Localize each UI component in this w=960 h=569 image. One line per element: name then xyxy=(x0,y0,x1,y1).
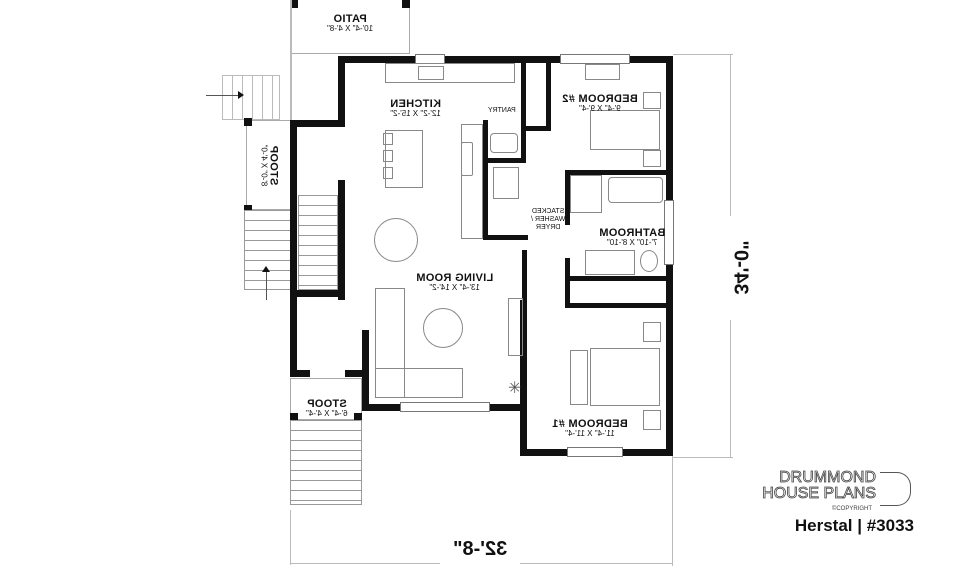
stoop-post xyxy=(290,413,298,421)
wall xyxy=(345,370,369,377)
wall xyxy=(565,170,570,225)
bench xyxy=(570,350,588,405)
toilet xyxy=(640,250,658,272)
dimension-line-width xyxy=(290,563,440,564)
washer-dryer xyxy=(493,167,519,199)
front-stoop xyxy=(290,378,362,420)
dimension-tick xyxy=(673,54,733,55)
wall xyxy=(290,120,297,375)
patio-post xyxy=(290,0,298,8)
nightstand xyxy=(643,92,661,109)
patio-side-line xyxy=(290,0,292,120)
stair-arrow-line xyxy=(266,270,267,300)
wall xyxy=(546,60,551,130)
dimension-line-width xyxy=(520,563,673,564)
coffee-table xyxy=(423,308,463,348)
dimension-line-depth xyxy=(730,54,731,216)
bar-stool xyxy=(383,150,393,162)
wall xyxy=(565,276,670,281)
dining-table xyxy=(374,218,418,262)
dimension-tick xyxy=(290,510,291,565)
wall xyxy=(483,120,488,240)
bar-stool xyxy=(383,133,393,145)
stoop-post xyxy=(244,205,252,213)
plant-icon: ✳ xyxy=(508,380,522,397)
toilet-pantry-fixture xyxy=(490,133,518,153)
wall xyxy=(483,158,521,163)
kitchen-sink xyxy=(418,66,444,80)
bed xyxy=(590,348,660,406)
bed xyxy=(590,110,660,150)
wall xyxy=(483,235,528,240)
brand-logo-mark xyxy=(880,472,911,506)
dimension-line-depth xyxy=(730,320,731,458)
sectional-sofa xyxy=(375,368,463,398)
tv-console xyxy=(508,298,523,356)
wall xyxy=(338,180,345,300)
window xyxy=(560,54,630,64)
arrow-up-icon xyxy=(262,266,270,272)
wall xyxy=(565,258,570,308)
nightstand xyxy=(643,150,661,167)
stair-arrow-line xyxy=(206,95,242,96)
window xyxy=(567,447,623,457)
dimension-tick xyxy=(673,457,733,458)
room-label-side-stoop: STOOP 8'-0" X 4'-0" xyxy=(259,144,280,187)
kitchen-island xyxy=(385,130,423,188)
side-stoop-stairs xyxy=(244,210,292,290)
wall xyxy=(290,120,345,127)
window xyxy=(664,200,674,265)
range-counter xyxy=(461,124,483,239)
stoop-post xyxy=(354,413,362,421)
wall xyxy=(521,60,526,163)
kitchen-counter xyxy=(385,63,515,83)
wall xyxy=(565,170,670,175)
wall xyxy=(290,290,345,297)
window xyxy=(400,402,490,412)
desk xyxy=(585,64,620,80)
wall xyxy=(526,126,551,131)
dimension-tick xyxy=(672,456,673,566)
shower xyxy=(570,175,602,213)
brand-logo: DRUMMOND HOUSE PLANS xyxy=(762,469,877,502)
arrow-right-icon xyxy=(238,91,244,99)
plan-name: Herstal | #3033 xyxy=(794,516,914,535)
copyright-label: ©COPYRIGHT xyxy=(831,506,872,512)
wall xyxy=(290,370,310,377)
nightstand xyxy=(643,322,661,342)
wall xyxy=(520,300,527,456)
wall xyxy=(565,303,670,308)
room-label-pantry: PANTRY xyxy=(488,107,516,114)
stoop-post xyxy=(244,118,252,126)
bar-stool xyxy=(383,167,393,179)
patio-post xyxy=(402,0,410,8)
wall xyxy=(338,56,345,126)
patio-stairs xyxy=(222,75,280,120)
interior-stairs xyxy=(298,195,338,290)
dimension-width-label: 32'-8" xyxy=(452,538,508,560)
stove xyxy=(461,142,473,176)
vanity xyxy=(585,250,635,275)
nightstand xyxy=(643,410,661,430)
bathtub xyxy=(608,177,663,203)
wall xyxy=(338,56,673,63)
wall xyxy=(522,250,527,305)
dimension-depth-label: 34'-0" xyxy=(729,240,752,295)
room-label-laundry: STACKED WASHER / DRYER xyxy=(530,208,566,232)
front-stairs xyxy=(290,420,362,505)
